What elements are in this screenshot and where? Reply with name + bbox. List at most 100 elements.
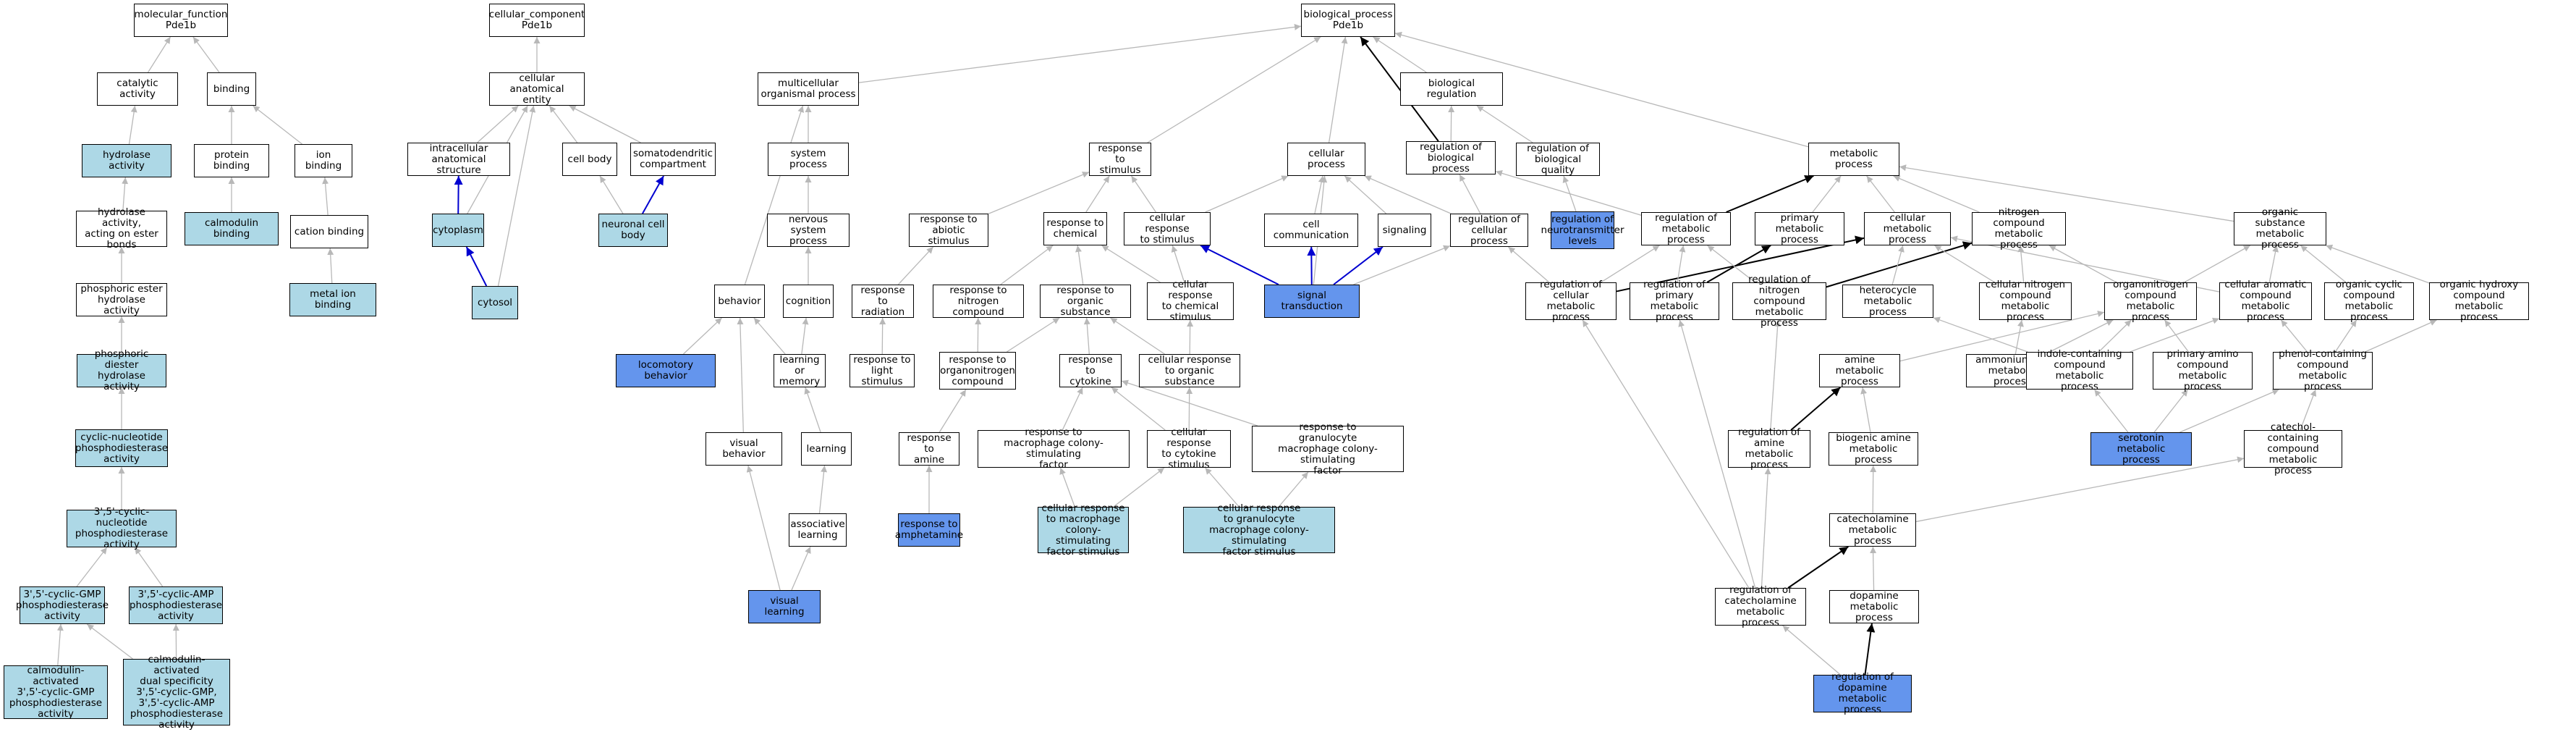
term-node-ionbind[interactable]: ion binding	[295, 144, 352, 177]
term-node-caldual[interactable]: calmodulin-activated dual specificity 3'…	[123, 654, 230, 730]
term-node-primmetab[interactable]: primary metabolic process	[1755, 212, 1844, 245]
term-node-mcsf[interactable]: response to macrophage colony-stimulatin…	[978, 427, 1130, 471]
term-node-gmcsf[interactable]: response to granulocyte macrophage colon…	[1252, 421, 1404, 476]
term-node-hydrolase[interactable]: hydrolase activity	[82, 144, 171, 177]
term-node-nervous[interactable]: nervous system process	[767, 214, 850, 247]
term-label: visual behavior	[722, 437, 766, 460]
term-node-nitro[interactable]: nitrogen compound metabolic process	[1972, 207, 2066, 251]
term-node-cellchem[interactable]: cellular response to chemical stimulus	[1147, 279, 1234, 323]
term-node-multi[interactable]: multicellular organismal process	[758, 72, 859, 106]
term-node-radiation[interactable]: response to radiation	[852, 285, 914, 318]
term-node-system[interactable]: system process	[768, 143, 849, 176]
term-node-metalbind[interactable]: metal ion binding	[289, 283, 376, 316]
term-node-hydroester[interactable]: hydrolase activity, acting on ester bond…	[76, 207, 167, 251]
term-node-regcatechol[interactable]: regulation of catecholamine metabolic pr…	[1715, 585, 1806, 628]
term-node-orghydroxy[interactable]: organic hydroxy compound metabolic proce…	[2429, 279, 2529, 323]
term-node-regbio[interactable]: regulation of biological process	[1406, 141, 1496, 174]
term-node-cellcyto[interactable]: cellular response to cytokine stimulus	[1147, 427, 1231, 471]
term-node-cytokine[interactable]: response to cytokine	[1059, 354, 1122, 387]
term-node-cgmp[interactable]: 3',5'-cyclic-GMP phosphodiesterase activ…	[16, 586, 109, 624]
term-node-sigtrans[interactable]: signal transduction	[1264, 285, 1360, 318]
term-node-calcgmp[interactable]: calmodulin-activated 3',5'-cyclic-GMP ph…	[4, 665, 108, 719]
term-label: nervous system process	[788, 213, 829, 247]
term-node-dopamine[interactable]: dopamine metabolic process	[1829, 590, 1919, 623]
term-node-cytoplasm[interactable]: cytoplasm	[432, 214, 484, 247]
term-node-cationbind[interactable]: cation binding	[290, 215, 368, 248]
term-node-c35[interactable]: 3',5'-cyclic-nucleotide phosphodiesteras…	[67, 507, 177, 550]
term-node-cellmcsf[interactable]: cellular response to macrophage colony-s…	[1038, 502, 1129, 557]
term-node-learning[interactable]: learning	[801, 432, 852, 466]
term-node-orgsubst[interactable]: response to organic substance	[1040, 285, 1131, 318]
term-node-cellmetab[interactable]: cellular metabolic process	[1864, 212, 1951, 245]
term-node-vislearn[interactable]: visual learning	[748, 590, 821, 623]
term-node-neuronbody[interactable]: neuronal cell body	[598, 214, 668, 247]
term-node-regdopamine[interactable]: regulation of dopamine metabolic process	[1813, 672, 1912, 715]
term-node-cytosol[interactable]: cytosol	[472, 286, 518, 319]
term-node-regprim[interactable]: regulation of primary metabolic process	[1630, 279, 1719, 323]
edge-cytoplasm-to-intracell	[454, 175, 463, 214]
term-node-aminemetab[interactable]: amine metabolic process	[1819, 354, 1900, 387]
term-node-catecholamine[interactable]: catecholamine metabolic process	[1829, 513, 1916, 547]
edge-cellcyto-to-cellorg	[1186, 387, 1193, 431]
term-node-serotonin[interactable]: serotonin metabolic process	[2090, 432, 2192, 466]
term-node-somato[interactable]: somatodendritic compartment	[630, 143, 716, 176]
term-node-orgcyclic[interactable]: organic cyclic compound metabolic proces…	[2324, 279, 2414, 323]
term-node-phosmono[interactable]: phosphoric ester hydrolase activity	[76, 283, 167, 316]
term-node-cellanat[interactable]: cellular anatomical entity	[489, 72, 585, 106]
term-node-regqual[interactable]: regulation of biological quality	[1516, 143, 1600, 176]
term-node-intracell[interactable]: intracellular anatomical structure	[407, 143, 510, 176]
term-node-camp[interactable]: 3',5'-cyclic-AMP phosphodiesterase activ…	[129, 586, 223, 624]
term-node-indole[interactable]: indole-containing compound metabolic pro…	[2026, 349, 2133, 392]
term-node-regnitro[interactable]: regulation of nitrogen compound metaboli…	[1732, 274, 1826, 328]
term-node-phosdi[interactable]: phosphoric diester hydrolase activity	[77, 349, 166, 392]
term-node-regmetab[interactable]: regulation of metabolic process	[1641, 212, 1731, 245]
term-node-cognition[interactable]: cognition	[783, 285, 834, 318]
term-node-abiotic[interactable]: response to abiotic stimulus	[909, 214, 988, 247]
term-node-binding[interactable]: binding	[207, 72, 256, 106]
term-label: organic hydroxy compound metabolic proce…	[2439, 279, 2519, 323]
term-node-calmodbind[interactable]: calmodulin binding	[185, 212, 279, 245]
term-node-primamino[interactable]: primary amino compound metabolic process	[2153, 349, 2253, 392]
term-node-respstim[interactable]: response to stimulus	[1089, 143, 1151, 176]
term-node-bp[interactable]: biological_process Pde1b	[1301, 4, 1395, 37]
term-node-cellbody[interactable]: cell body	[562, 143, 617, 176]
term-node-protbind[interactable]: protein binding	[194, 144, 269, 177]
edge-aromatic-to-orgsub	[2268, 245, 2279, 283]
term-node-cellcomm[interactable]: cell communication	[1264, 214, 1358, 247]
term-node-regamine[interactable]: regulation of amine metabolic process	[1728, 427, 1810, 471]
term-node-assoc[interactable]: associative learning	[789, 513, 847, 547]
term-node-orgnitrocomp[interactable]: response to organonitrogen compound	[939, 352, 1016, 390]
term-node-bioreg[interactable]: biological regulation	[1400, 72, 1503, 106]
term-node-regneuro[interactable]: regulation of neurotransmitter levels	[1541, 211, 1624, 249]
term-node-cycnuc[interactable]: cyclic-nucleotide phosphodiesterase acti…	[75, 429, 168, 467]
term-node-regcell[interactable]: regulation of cellular process	[1450, 214, 1528, 247]
term-node-cc[interactable]: cellular_component Pde1b	[489, 4, 585, 37]
term-node-phenol[interactable]: phenol-containing compound metabolic pro…	[2273, 349, 2373, 392]
term-node-locomotory[interactable]: locomotory behavior	[616, 354, 716, 387]
term-node-cellnitro[interactable]: cellular nitrogen compound metabolic pro…	[1979, 279, 2072, 323]
term-node-cellorg[interactable]: cellular response to organic substance	[1139, 354, 1240, 387]
term-node-biogenic[interactable]: biogenic amine metabolic process	[1829, 432, 1918, 466]
term-node-light[interactable]: response to light stimulus	[850, 354, 915, 387]
term-node-aromatic[interactable]: cellular aromatic compound metabolic pro…	[2219, 279, 2312, 323]
term-node-catechol[interactable]: catechol-containing compound metabolic p…	[2244, 421, 2342, 476]
edge-aminemetab-to-organonitro	[1899, 310, 2105, 362]
term-node-visbeh[interactable]: visual behavior	[706, 432, 782, 466]
term-node-amine[interactable]: response to amine	[899, 432, 959, 466]
term-node-metab[interactable]: metabolic process	[1808, 143, 1899, 176]
term-node-orgsub[interactable]: organic substance metabolic process	[2234, 207, 2326, 251]
term-node-behavior[interactable]: behavior	[714, 285, 765, 318]
term-node-organonitro[interactable]: organonitrogen compound metabolic proces…	[2104, 279, 2197, 323]
term-node-cellresp[interactable]: cellular response to stimulus	[1124, 212, 1211, 245]
term-node-cellproc[interactable]: cellular process	[1287, 143, 1365, 176]
term-node-hetero[interactable]: heterocycle metabolic process	[1842, 285, 1933, 318]
term-node-signaling[interactable]: signaling	[1378, 214, 1431, 247]
term-node-nitrocomp[interactable]: response to nitrogen compound	[933, 285, 1024, 318]
term-node-regcellmetab[interactable]: regulation of cellular metabolic process	[1525, 279, 1617, 323]
term-node-amphet[interactable]: response to amphetamine	[895, 513, 963, 547]
term-node-cellgmcsf[interactable]: cellular response to granulocyte macroph…	[1183, 502, 1335, 557]
term-node-mf[interactable]: molecular_function Pde1b	[134, 4, 228, 37]
term-node-learnmem[interactable]: learning or memory	[774, 354, 826, 387]
term-node-chem[interactable]: response to chemical	[1043, 212, 1107, 245]
term-node-catalytic[interactable]: catalytic activity	[97, 72, 178, 106]
